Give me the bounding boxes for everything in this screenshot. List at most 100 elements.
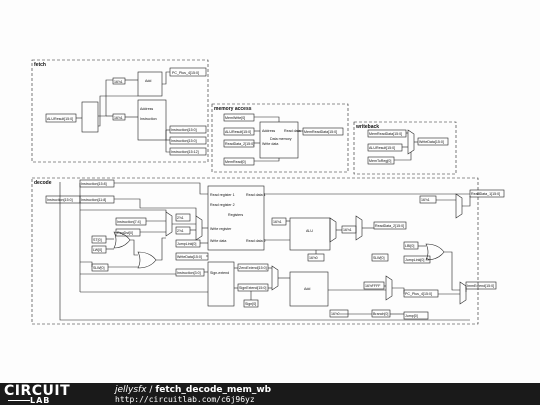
- im-address-label: Address: [140, 107, 153, 111]
- dec-const-label-2: 2'h1: [177, 216, 184, 220]
- pc-register: [81, 101, 99, 133]
- writeback-frame: [353, 121, 457, 175]
- dec-lw-label: LW[0]: [93, 248, 102, 252]
- schematic-svg: fetch memory access writeback decode PC_…: [31, 59, 505, 325]
- writeback-title: writeback: [355, 124, 379, 130]
- decode-title: decode: [34, 180, 52, 186]
- fetch-const-label: 16'h1: [114, 80, 123, 84]
- dec-branch-label: Branch[0]: [373, 312, 388, 316]
- mux-4: [355, 215, 363, 241]
- or-gate-1: [113, 231, 131, 249]
- dec-sign-label: Sign[0]: [245, 302, 256, 306]
- footer-user[interactable]: jellysfx: [115, 385, 147, 395]
- dec-16h1-box: [271, 217, 287, 226]
- dec-16h1-label-2: 16'h1: [343, 228, 352, 232]
- sign-extend-block: [207, 261, 235, 307]
- footer-bar: CIRCUIT LAB jellysfx / fetch_decode_mem_…: [0, 383, 540, 405]
- im-instruction-label: Instruction: [140, 117, 157, 121]
- dec-readdata2-box: [373, 221, 407, 230]
- dec-16h1-box-2: [341, 225, 357, 234]
- dec-slw-box: [91, 263, 109, 272]
- fetch-instr-label-2: Instruction[15:0]: [171, 139, 197, 143]
- footer-separator: /: [146, 385, 156, 395]
- footer-circuit-title[interactable]: fetch_decode_mem_wb: [155, 385, 272, 395]
- mem-read-data-out-box: [302, 127, 344, 136]
- fetch-instr-label-1: Instruction[15:0]: [171, 128, 197, 132]
- dec-instr-7-4-label: Instruction[7:4]: [117, 220, 141, 224]
- wb-write-data-label: WriteData[15:0]: [419, 140, 444, 144]
- logo-text-circuit: CIRCUIT: [4, 383, 71, 399]
- dec-ror-box-2: [329, 309, 349, 318]
- dec-instr-top-label: Instruction[15:8]: [81, 182, 107, 186]
- rf-write-reg-label: Write register: [210, 227, 232, 231]
- logo-text-lab: LAB: [30, 396, 51, 405]
- fetch-frame: [31, 59, 209, 163]
- dec-readdata1-box: [469, 189, 505, 198]
- fetch-title: fetch: [34, 62, 46, 68]
- dec-regdst-label: RegDst[0]: [117, 231, 133, 235]
- dec-16h-label-3: 16'h1: [421, 198, 430, 202]
- dec-pc-plus-4-label: PC_Plus_4[15:0]: [405, 292, 432, 296]
- dec-readdata2-label: ReadData_2[15:0]: [375, 224, 404, 228]
- register-file: [207, 185, 265, 251]
- rf-read-reg1-label: Read register 1: [210, 193, 235, 197]
- rf-read-data1-label: Read data 1: [246, 193, 266, 197]
- dec-lbi-box: [403, 241, 419, 250]
- fetch-instr-label-3: Instruction[15:12]: [171, 150, 199, 154]
- wb-write-data-box: [417, 137, 449, 146]
- dec-signextend-box: [237, 283, 269, 292]
- dec-slw-right-box: [371, 253, 389, 262]
- dm-write-data-label: Write data: [262, 142, 278, 146]
- circuitlab-logo[interactable]: CIRCUIT LAB: [4, 383, 96, 405]
- logo-wire: [8, 400, 30, 401]
- dec-jumplink-label: JumpLink[0]: [177, 242, 196, 246]
- decode-alu-label: ALU: [306, 229, 313, 233]
- mem-write-box: [223, 113, 255, 122]
- mem-read-data-out-label: MemReadData[15:0]: [304, 130, 337, 134]
- dec-16h-box-3: [419, 195, 437, 204]
- dec-writedata-label: WriteData[15:0]: [177, 255, 202, 259]
- dec-instr-3-0-box: [175, 268, 205, 277]
- or-gate-2: [137, 251, 157, 269]
- dec-immextend-box: [465, 281, 497, 290]
- footer-url[interactable]: http://circuitlab.com/c6j96yz: [115, 395, 255, 404]
- fetch-alu-result-label: ALUResult[15:0]: [47, 117, 73, 121]
- decode-adder: [289, 271, 329, 307]
- rf-read-data2-label: Read data 2: [246, 239, 266, 243]
- dec-jumplink-right-box: [403, 255, 431, 264]
- mux-2: [195, 215, 203, 241]
- mux-5: [271, 265, 279, 291]
- fetch-instr-box-1: [169, 125, 207, 134]
- dec-jumplink-right-label: JumpLink[0]: [405, 258, 424, 262]
- dec-instr-mid-label: Instruction[11:8]: [81, 198, 106, 202]
- dm-address-label: Address: [262, 129, 275, 133]
- schematic-canvas[interactable]: fetch memory access writeback decode PC_…: [0, 0, 540, 383]
- dec-const-label: 2'h1: [177, 229, 184, 233]
- mem-read-data-2-label: ReadData_2[15:0]: [225, 142, 254, 146]
- dec-jump-box: [403, 311, 429, 320]
- mux-3: [329, 217, 337, 243]
- dec-jump-label: Jump[0]: [405, 314, 418, 318]
- mux-1: [165, 211, 173, 237]
- instruction-memory: [137, 99, 167, 141]
- mem-read-box: [223, 157, 255, 166]
- decode-frame: [31, 177, 479, 325]
- or-gate-3: [425, 243, 445, 261]
- dec-immextend-label: ImmExtend[15:0]: [467, 284, 494, 288]
- wb-mem-read-data-box: [367, 129, 407, 138]
- wb-alu-result-label: ALUResult[15:0]: [369, 146, 395, 150]
- rf-write-data-label: Write data: [210, 239, 226, 243]
- dec-instr-3-0-label: Instruction[3:0]: [177, 271, 201, 275]
- wb-alu-result-box: [367, 143, 403, 152]
- dec-branch-box: [371, 309, 391, 318]
- fetch-pc-label: 16'h1: [114, 116, 123, 120]
- fetch-adder: [137, 71, 163, 97]
- mem-alu-result-label: ALUResult[15:0]: [225, 130, 251, 134]
- mem-write-label: MemWrite[0]: [225, 116, 245, 120]
- footer-title-line: jellysfx / fetch_decode_mem_wb: [115, 385, 271, 395]
- dec-regdst-box: [115, 228, 141, 237]
- dec-ror-label-2: 16'h0: [331, 312, 340, 316]
- dec-st-label: ST[0]: [93, 238, 102, 242]
- dec-ror-label: 16'h0: [309, 256, 318, 260]
- mem-read-label: MemRead[0]: [225, 160, 246, 164]
